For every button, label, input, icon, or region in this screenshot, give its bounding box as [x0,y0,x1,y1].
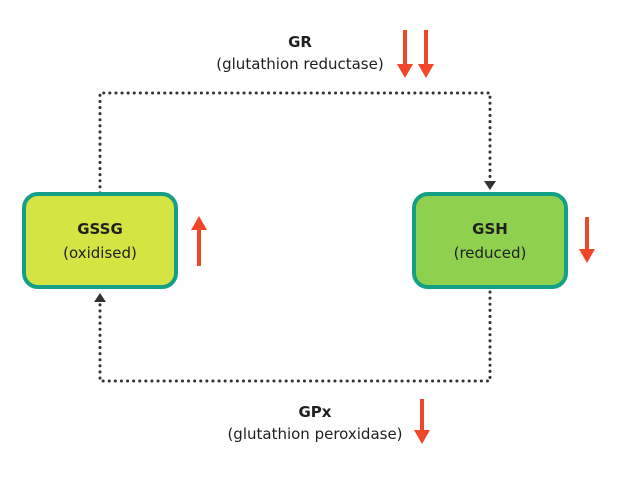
gpx-decrease-arrow [414,399,430,444]
connector-gr [98,91,492,195]
connector-arrowhead-gsh [484,181,496,190]
enzyme-gpx: GPx (glutathion peroxidase) [205,403,425,443]
node-gssg: GSSG (oxidised) [22,192,178,289]
enzyme-gr: GR (glutathion reductase) [190,33,410,73]
node-gssg-title: GSSG [77,219,123,238]
connector-gpx [98,290,492,383]
node-gsh: GSH (reduced) [412,192,568,289]
connector-arrowhead-gssg [94,293,106,302]
gssg-increase-arrow [191,216,207,266]
node-gssg-subtitle: (oxidised) [63,243,137,262]
enzyme-gpx-subtitle: (glutathion peroxidase) [227,425,403,443]
node-gsh-title: GSH [472,219,508,238]
gsh-decrease-arrow [579,217,595,263]
gr-decrease-arrow-1 [397,30,413,78]
enzyme-gr-title: GR [288,33,312,51]
enzyme-gpx-title: GPx [298,403,332,421]
gr-decrease-arrow-2 [418,30,434,78]
enzyme-gr-subtitle: (glutathion reductase) [216,55,384,73]
node-gsh-subtitle: (reduced) [453,243,527,262]
